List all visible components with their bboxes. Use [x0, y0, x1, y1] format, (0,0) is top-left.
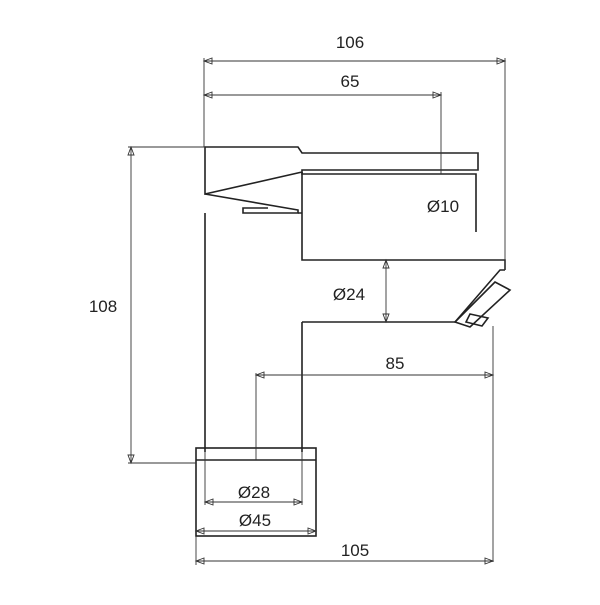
dim-body-diameter: Ø24: [333, 258, 390, 324]
label-handle-diameter: Ø10: [427, 197, 459, 216]
dim-handle-length: 65: [202, 72, 443, 174]
dim-spout-reach: 85: [254, 326, 495, 562]
label-overall-width: 106: [336, 33, 364, 52]
dim-handle-diameter: Ø10: [427, 152, 478, 216]
aerator-tip: [453, 281, 512, 328]
dim-overall-width: 106: [202, 33, 507, 270]
handle-lever: [204, 146, 479, 196]
dim-inner-base-diameter: Ø28: [203, 452, 304, 506]
label-base-diameter: Ø45: [239, 511, 271, 530]
dim-height: 108: [89, 145, 205, 465]
spout-lower-edge: [302, 269, 505, 323]
lever-joint: [204, 193, 299, 214]
label-height: 108: [89, 297, 117, 316]
label-inner-base-diameter: Ø28: [238, 483, 270, 502]
label-base-to-tip: 105: [341, 541, 369, 560]
spout-top-edge: [301, 172, 477, 232]
label-body-diameter: Ø24: [333, 285, 365, 304]
dim-base-diameter: Ø45: [194, 511, 318, 535]
faucet-outline: [195, 146, 512, 537]
main-column: [204, 212, 303, 452]
label-spout-reach: 85: [386, 354, 405, 373]
dim-base-to-tip: 105: [194, 536, 495, 565]
label-handle-length: 65: [341, 72, 360, 91]
spout-body: [301, 172, 506, 270]
aerator-outlet: [464, 313, 490, 327]
